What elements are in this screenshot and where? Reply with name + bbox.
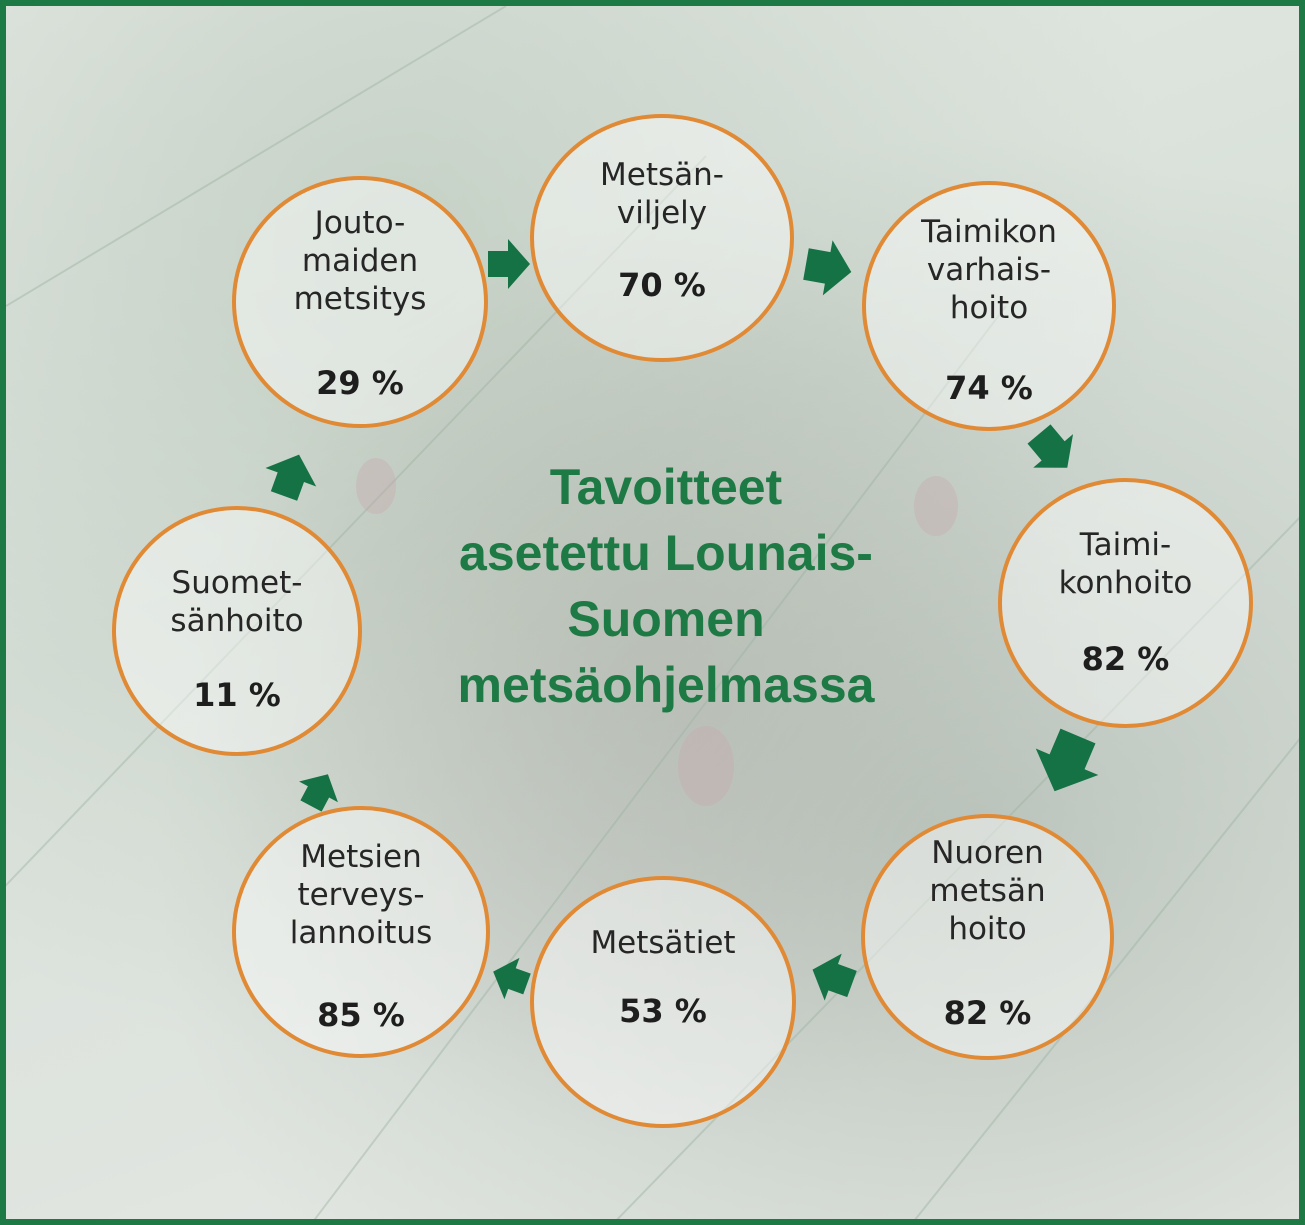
node-label: Jouto- maiden metsitys	[293, 205, 427, 318]
arrow-icon	[299, 774, 338, 812]
node-value: 11 %	[193, 676, 281, 714]
node-suometsanhoito: Suomet- sänhoito 11 %	[112, 506, 362, 756]
node-value: 74 %	[945, 369, 1033, 407]
node-label: Taimikon varhais- hoito	[921, 214, 1057, 327]
arrows-layer	[265, 239, 1099, 1001]
arrow-icon	[812, 953, 857, 1001]
center-title: Tavoitteet asetettu Lounais- Suomen mets…	[457, 459, 875, 713]
node-taimikon-varhaishoito: Taimikon varhais- hoito 74 %	[862, 181, 1116, 431]
node-value: 82 %	[1081, 640, 1170, 678]
node-value: 70 %	[618, 266, 706, 304]
node-value: 85 %	[317, 996, 405, 1034]
node-value: 29 %	[316, 364, 404, 402]
node-label: Taimi- konhoito	[1058, 527, 1193, 602]
node-value: 53 %	[619, 992, 707, 1030]
node-value: 82 %	[943, 994, 1032, 1032]
node-joutomaiden-metsitys: Jouto- maiden metsitys 29 %	[232, 176, 488, 428]
arrow-icon	[488, 239, 530, 289]
arrow-icon	[803, 240, 852, 296]
node-label: Metsän- viljely	[600, 157, 724, 232]
branch-texture	[6, 6, 1299, 1219]
arrow-icon	[1035, 728, 1099, 792]
node-label: Metsätiet	[590, 925, 736, 961]
node-metsatiet: Metsätiet 53 %	[530, 876, 796, 1128]
node-nuoren-metsan-hoito: Nuoren metsän hoito 82 %	[861, 814, 1114, 1060]
node-taimikonhoito: Taimi- konhoito 82 %	[998, 478, 1253, 728]
arrow-icon	[493, 957, 531, 1000]
arrow-icon	[265, 454, 317, 501]
node-label: Suomet- sänhoito	[170, 565, 304, 640]
arrow-icon	[1027, 424, 1074, 468]
node-label: Metsien terveys- lannoitus	[289, 839, 433, 952]
node-metsien-terveyslannoitus: Metsien terveys- lannoitus 85 %	[232, 806, 490, 1058]
node-metsanviljely: Metsän- viljely 70 %	[530, 114, 794, 362]
node-label: Nuoren metsän hoito	[929, 835, 1046, 948]
